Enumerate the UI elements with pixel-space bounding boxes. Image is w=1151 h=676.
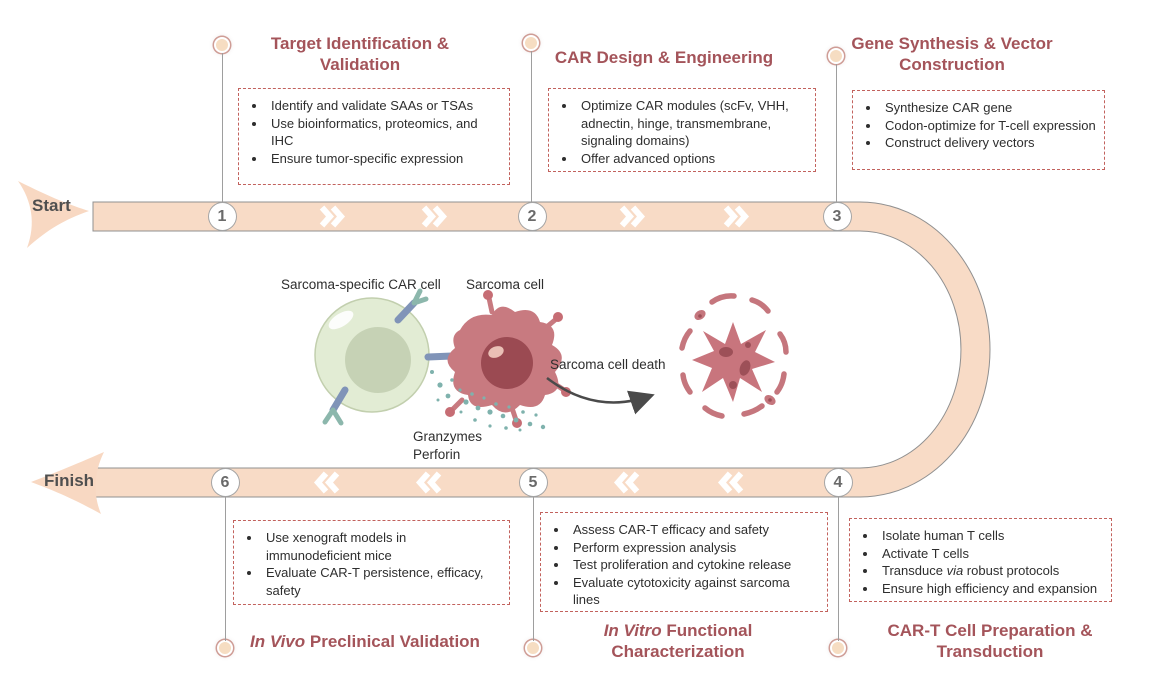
step-title: In Vivo Preclinical Validation [250,632,480,651]
bullet-item: Assess CAR-T efficacy and safety [569,521,819,539]
step-details-box: Use xenograft models in immunodeficient … [233,520,510,605]
milestone-dot [828,48,844,64]
bullet-item: Optimize CAR modules (scFv, VHH, adnecti… [577,97,807,150]
car-cell-illustration [314,288,471,426]
step-number-badge: 1 [208,203,236,230]
connector-line [530,51,532,203]
sarcoma-cell-label: Sarcoma cell [466,277,545,292]
bullet-item: Test proliferation and cytokine release [569,556,819,574]
step-details-box: Synthesize CAR geneCodon-optimize for T-… [852,90,1105,170]
milestone-dot [525,640,541,656]
step-title: Target Identification & Validation [270,34,450,74]
dead-cell-illustration [679,293,789,419]
bullet-list: Use xenograft models in immunodeficient … [238,529,501,599]
bullet-list: Assess CAR-T efficacy and safetyPerform … [545,521,819,609]
bullet-item: Transduce via robust protocols [878,562,1103,580]
death-arrow [546,377,655,415]
step-title: CAR-T Cell Preparation & Transduction [887,621,1093,661]
bullet-item: Isolate human T cells [878,527,1103,545]
timeline-track [92,201,991,498]
bullet-item: Evaluate cytotoxicity against sarcoma li… [569,574,819,609]
bullet-item: Identify and validate SAAs or TSAs [267,97,501,115]
car-cell-label: Sarcoma-specific CAR cell [281,277,441,292]
connector-line [835,64,837,203]
connector-line [532,496,534,641]
milestone-dot [217,640,233,656]
bullet-item: Codon-optimize for T-cell expression [881,117,1096,135]
bullet-item: Ensure tumor-specific expression [267,150,501,168]
granzymes-label: Granzymes [413,429,483,444]
bullet-list: Isolate human T cellsActivate T cellsTra… [854,527,1103,597]
step-details-box: Isolate human T cellsActivate T cellsTra… [849,518,1112,602]
step-title: In Vitro Functional Characterization [603,621,753,661]
bullet-list: Identify and validate SAAs or TSAsUse bi… [243,97,501,167]
step-number-badge: 6 [211,469,239,496]
bullet-item: Activate T cells [878,545,1103,563]
bullet-item: Ensure high efficiency and expansion [878,580,1103,598]
start-label: Start [32,196,71,215]
finish-label: Finish [44,471,95,490]
connector-line [224,496,226,641]
step-number-badge: 3 [823,203,851,230]
step-title: CAR Design & Engineering [554,48,774,67]
bullet-item: Offer advanced options [577,150,807,168]
step-title: Gene Synthesis & Vector Construction [851,34,1053,74]
step-number-badge: 4 [824,469,852,496]
connector-line [837,496,839,641]
bullet-item: Perform expression analysis [569,539,819,557]
bullet-list: Optimize CAR modules (scFv, VHH, adnecti… [553,97,807,167]
bullet-item: Synthesize CAR gene [881,99,1096,117]
bullet-item: Use bioinformatics, proteomics, and IHC [267,115,501,150]
perforin-label: Perforin [413,447,461,462]
step-number-badge: 2 [518,203,546,230]
milestone-dot [214,37,230,53]
step-details-box: Optimize CAR modules (scFv, VHH, adnecti… [548,88,816,172]
death-label: Sarcoma cell death [550,357,666,372]
granule-dots [430,370,546,432]
start-arrow [18,181,89,248]
milestone-dot [523,35,539,51]
bullet-item: Use xenograft models in immunodeficient … [262,529,501,564]
bullet-item: Evaluate CAR-T persistence, efficacy, sa… [262,564,501,599]
step-details-box: Assess CAR-T efficacy and safetyPerform … [540,512,828,612]
step-details-box: Identify and validate SAAs or TSAsUse bi… [238,88,510,185]
step-number-badge: 5 [519,469,547,496]
finish-arrow [31,452,104,514]
connector-line [221,53,223,203]
bullet-list: Synthesize CAR geneCodon-optimize for T-… [857,99,1096,152]
bullet-item: Construct delivery vectors [881,134,1096,152]
milestone-dot [830,640,846,656]
